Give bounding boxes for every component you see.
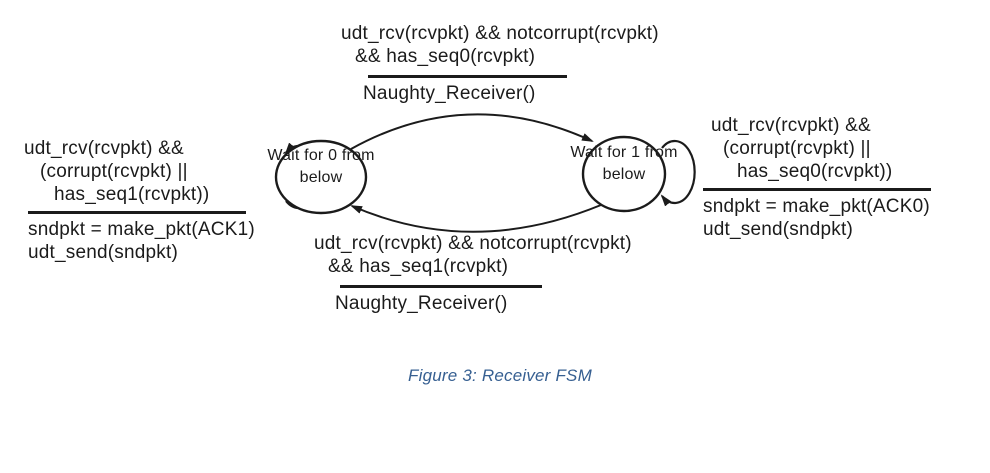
state-label-line: below [299, 169, 343, 186]
state-circle-wait0 [274, 139, 368, 215]
state-label-wait0: Wait for 0 from below [261, 145, 381, 189]
right-self-loop-label: udt_rcv(rcvpkt) && (corrupt(rcvpkt) || h… [703, 114, 931, 241]
right-self-loop-arrow [660, 139, 696, 207]
state-label-line: 0 from [328, 147, 375, 164]
top-transition-label: udt_rcv(rcvpkt) && notcorrupt(rcvpkt) &&… [341, 22, 659, 105]
state-label-line: Wait for [570, 144, 627, 161]
transition-condition: && has_seq1(rcvpkt) [328, 256, 509, 277]
state-circle-wait1 [581, 135, 667, 213]
condition-action-divider [368, 75, 567, 78]
bottom-transition-arrow [350, 204, 602, 233]
state-label-wait1: Wait for 1 from below [564, 142, 684, 186]
condition-action-divider [703, 188, 931, 191]
transition-condition: has_seq1(rcvpkt)) [54, 184, 210, 205]
transition-action: Naughty_Receiver() [363, 83, 536, 104]
transition-action: udt_send(sndpkt) [28, 242, 179, 263]
transition-condition: udt_rcv(rcvpkt) && notcorrupt(rcvpkt) [341, 23, 659, 44]
transition-condition: udt_rcv(rcvpkt) && [24, 138, 184, 159]
left-self-loop-label: udt_rcv(rcvpkt) && (corrupt(rcvpkt) || h… [24, 137, 255, 264]
transition-condition: has_seq0(rcvpkt)) [737, 161, 893, 182]
condition-action-divider [340, 285, 542, 288]
state-label-line: 1 from [631, 144, 678, 161]
transition-action: udt_send(sndpkt) [703, 219, 854, 240]
top-transition-arrow [350, 113, 594, 150]
bottom-transition-label: udt_rcv(rcvpkt) && notcorrupt(rcvpkt) &&… [314, 232, 632, 315]
transition-condition: && has_seq0(rcvpkt) [355, 46, 536, 67]
figure-caption: Figure 3: Receiver FSM [408, 366, 592, 385]
transition-action: Naughty_Receiver() [335, 293, 508, 314]
transition-condition: udt_rcv(rcvpkt) && [711, 115, 871, 136]
transition-condition: (corrupt(rcvpkt) || [40, 161, 188, 182]
transition-condition: udt_rcv(rcvpkt) && notcorrupt(rcvpkt) [314, 233, 632, 254]
condition-action-divider [28, 211, 246, 214]
state-label-line: below [602, 166, 646, 183]
transition-condition: (corrupt(rcvpkt) || [723, 138, 871, 159]
transition-action: sndpkt = make_pkt(ACK1) [28, 219, 255, 240]
state-label-line: Wait for [267, 147, 324, 164]
transition-action: sndpkt = make_pkt(ACK0) [703, 196, 930, 217]
